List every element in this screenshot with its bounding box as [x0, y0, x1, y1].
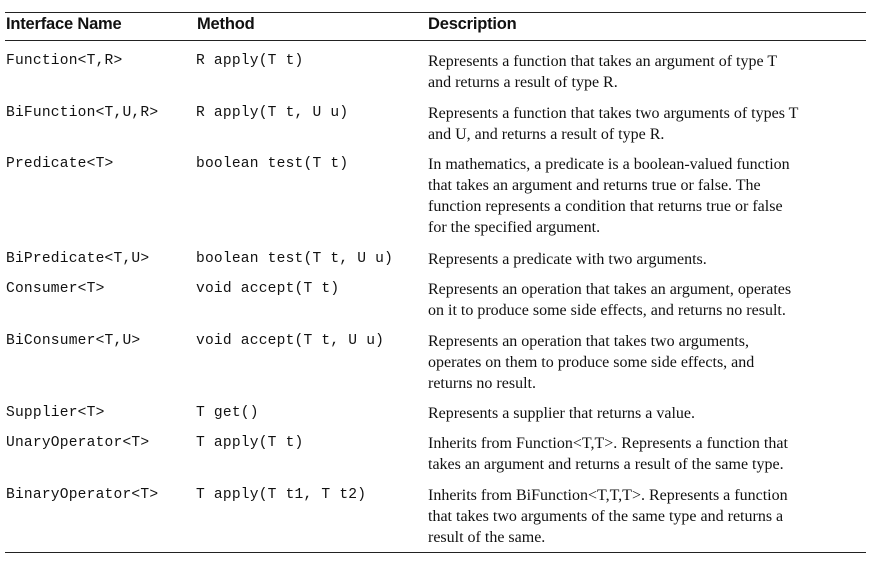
interface-name-cell: BiPredicate<T,U>	[6, 251, 150, 267]
interface-name-cell: Function<T,R>	[6, 53, 123, 69]
method-signature-cell: void accept(T t)	[196, 281, 340, 297]
description-line: on it to produce some side effects, and …	[428, 302, 786, 319]
description-line: Inherits from BiFunction<T,T,T>. Represe…	[428, 487, 788, 504]
interface-name-cell: UnaryOperator<T>	[6, 435, 150, 451]
method-signature-cell: T get()	[196, 405, 259, 421]
description-line: returns no result.	[428, 375, 536, 392]
table-bottom-rule	[5, 552, 866, 553]
description-line: Represents a predicate with two argument…	[428, 251, 707, 268]
method-signature-cell: boolean test(T t)	[196, 156, 349, 172]
description-line: Inherits from Function<T,T>. Represents …	[428, 435, 788, 452]
header-description: Description	[428, 15, 517, 33]
method-signature-cell: void accept(T t, U u)	[196, 333, 385, 349]
description-cell: In mathematics, a predicate is a boolean…	[428, 154, 858, 238]
description-line: function represents a condition that ret…	[428, 198, 783, 215]
table-top-rule	[5, 12, 866, 13]
interface-name-cell: Consumer<T>	[6, 281, 105, 297]
description-line: In mathematics, a predicate is a boolean…	[428, 156, 790, 173]
description-cell: Represents a function that takes an argu…	[428, 51, 858, 93]
description-line: result of the same.	[428, 529, 546, 546]
method-signature-cell: T apply(T t)	[196, 435, 304, 451]
header-rule	[5, 40, 866, 41]
description-line: Represents an operation that takes two a…	[428, 333, 749, 350]
interface-name-cell: BiConsumer<T,U>	[6, 333, 141, 349]
header-interface-name: Interface Name	[6, 15, 122, 33]
description-cell: Represents an operation that takes two a…	[428, 331, 858, 394]
interface-name-cell: Predicate<T>	[6, 156, 114, 172]
description-line: Represents an operation that takes an ar…	[428, 281, 792, 298]
description-cell: Represents an operation that takes an ar…	[428, 279, 858, 321]
description-cell: Inherits from Function<T,T>. Represents …	[428, 433, 858, 475]
interface-name-cell: BiFunction<T,U,R>	[6, 105, 159, 121]
description-cell: Inherits from BiFunction<T,T,T>. Represe…	[428, 485, 858, 548]
description-cell: Represents a predicate with two argument…	[428, 249, 858, 270]
description-line: takes an argument and returns a result o…	[428, 456, 784, 473]
interface-name-cell: Supplier<T>	[6, 405, 105, 421]
description-line: that takes an argument and returns true …	[428, 177, 761, 194]
description-line: Represents a function that takes an argu…	[428, 53, 778, 70]
method-signature-cell: T apply(T t1, T t2)	[196, 487, 367, 503]
description-line: for the specified argument.	[428, 219, 601, 236]
method-signature-cell: boolean test(T t, U u)	[196, 251, 394, 267]
description-line: and returns a result of type R.	[428, 74, 618, 91]
description-line: that takes two arguments of the same typ…	[428, 508, 784, 525]
description-cell: Represents a function that takes two arg…	[428, 103, 858, 145]
interface-name-cell: BinaryOperator<T>	[6, 487, 159, 503]
description-line: Represents a function that takes two arg…	[428, 105, 799, 122]
description-cell: Represents a supplier that returns a val…	[428, 403, 858, 424]
description-line: Represents a supplier that returns a val…	[428, 405, 696, 422]
method-signature-cell: R apply(T t)	[196, 53, 304, 69]
header-method: Method	[197, 15, 255, 33]
method-signature-cell: R apply(T t, U u)	[196, 105, 349, 121]
description-line: and U, and returns a result of type R.	[428, 126, 665, 143]
description-line: operates on them to produce some side ef…	[428, 354, 755, 371]
